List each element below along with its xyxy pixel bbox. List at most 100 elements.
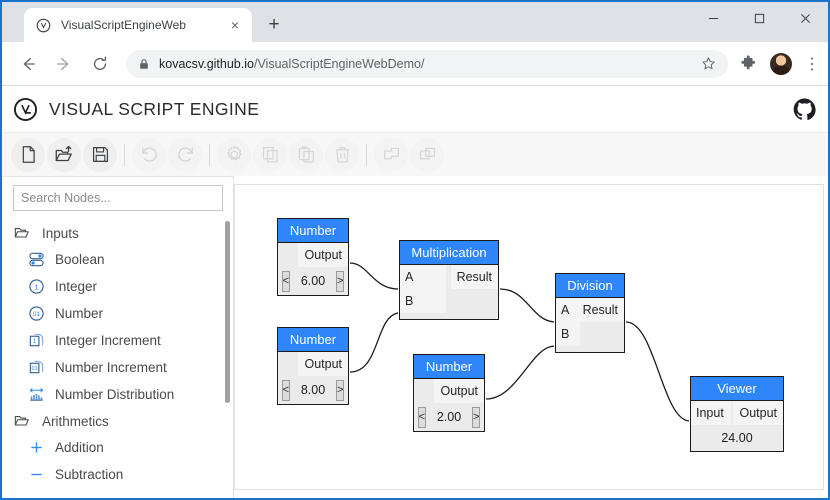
save-file-button[interactable] bbox=[83, 137, 117, 172]
node-slot-row: Output bbox=[278, 243, 348, 267]
settings-button[interactable] bbox=[217, 137, 251, 172]
node-body: Output < 6.00 > bbox=[278, 243, 348, 295]
node-multiplication[interactable]: Multiplication A Result B bbox=[399, 240, 499, 320]
window-close-button[interactable] bbox=[782, 2, 828, 34]
node-item-subtraction[interactable]: Subtraction bbox=[2, 461, 233, 488]
node-number-2[interactable]: Number Output < 8.00 > bbox=[277, 327, 349, 405]
node-viewer[interactable]: Viewer Input Output 24.00 bbox=[690, 376, 784, 452]
output-slot-result[interactable]: Result bbox=[450, 265, 498, 289]
toolbar-separator bbox=[124, 143, 125, 166]
node-group-inputs[interactable]: Inputs bbox=[2, 220, 233, 246]
node-title: Number bbox=[278, 219, 348, 243]
node-group-arithmetics[interactable]: Arithmetics bbox=[2, 408, 233, 434]
window-minimize-button[interactable] bbox=[690, 2, 736, 34]
input-slot-input[interactable]: Input bbox=[691, 401, 731, 425]
address-bar-url: kovacsv.github.io/VisualScriptEngineWebD… bbox=[159, 57, 696, 71]
input-slot-b[interactable]: B bbox=[556, 322, 580, 346]
graph-canvas[interactable]: Number Output < 6.00 > Number Output bbox=[234, 184, 824, 490]
new-file-button[interactable] bbox=[11, 137, 45, 172]
search-wrap bbox=[2, 177, 233, 211]
group-button[interactable] bbox=[374, 137, 408, 172]
number-stepper: < 8.00 > bbox=[278, 376, 348, 404]
forward-icon[interactable] bbox=[50, 50, 78, 78]
decrement-button[interactable]: < bbox=[281, 270, 290, 292]
tab-close-icon[interactable]: × bbox=[230, 17, 240, 33]
url-path: /VisualScriptEngineWebDemo/ bbox=[253, 56, 425, 71]
tab-title: VisualScriptEngineWeb bbox=[61, 18, 186, 32]
node-item-addition[interactable]: Addition bbox=[2, 434, 233, 461]
github-icon[interactable] bbox=[792, 98, 816, 122]
node-item-label: Subtraction bbox=[55, 467, 124, 482]
search-input[interactable] bbox=[13, 185, 223, 211]
decrement-button[interactable]: < bbox=[417, 406, 426, 428]
increment-button[interactable]: > bbox=[336, 379, 345, 401]
svg-text:01: 01 bbox=[32, 311, 40, 318]
reload-icon[interactable] bbox=[86, 50, 114, 78]
node-body: Input Output 24.00 bbox=[691, 401, 783, 451]
node-slot-row: B bbox=[556, 322, 624, 346]
node-item-label: Integer Increment bbox=[55, 333, 161, 348]
open-file-button[interactable] bbox=[47, 137, 81, 172]
bookmark-star-icon[interactable] bbox=[696, 52, 720, 76]
window-maximize-button[interactable] bbox=[736, 2, 782, 34]
browser-menu-icon[interactable]: ⋮ bbox=[804, 55, 820, 73]
output-slot-output[interactable]: Output bbox=[733, 401, 783, 425]
lock-icon bbox=[138, 58, 150, 70]
node-number-1[interactable]: Number Output < 6.00 > bbox=[277, 218, 349, 296]
app-toolbar bbox=[2, 132, 828, 176]
node-slot-row: A Result bbox=[556, 298, 624, 322]
output-slot-output[interactable]: Output bbox=[434, 379, 484, 403]
redo-button[interactable] bbox=[168, 137, 202, 172]
node-division[interactable]: Division A Result B bbox=[555, 273, 625, 353]
node-body: A Result B bbox=[556, 298, 624, 352]
node-item-integer-increment[interactable]: 1 Integer Increment bbox=[2, 327, 233, 354]
input-slot-a[interactable]: A bbox=[400, 265, 446, 289]
wire-mult-to-div-a bbox=[499, 288, 555, 323]
browser-tab[interactable]: VisualScriptEngineWeb × bbox=[24, 8, 252, 42]
extensions-icon[interactable] bbox=[734, 50, 762, 78]
node-group-label: Inputs bbox=[42, 225, 79, 241]
increment-button[interactable]: > bbox=[472, 406, 481, 428]
output-slot-result[interactable]: Result bbox=[576, 298, 624, 322]
boolean-icon bbox=[27, 251, 45, 269]
node-item-label: Number Increment bbox=[55, 360, 167, 375]
node-number-3[interactable]: Number Output < 2.00 > bbox=[413, 354, 485, 432]
node-tree: Inputs Boolean 1 Integer 01 Number bbox=[2, 220, 233, 488]
integer-increment-icon: 1 bbox=[27, 332, 45, 350]
number-value: 2.00 bbox=[436, 410, 462, 424]
number-icon: 01 bbox=[27, 305, 45, 323]
input-slot-b[interactable]: B bbox=[400, 289, 446, 313]
ungroup-button[interactable] bbox=[410, 137, 444, 172]
browser-toolbar: kovacsv.github.io/VisualScriptEngineWebD… bbox=[2, 42, 828, 86]
app-logo-icon bbox=[13, 97, 38, 122]
address-bar[interactable]: kovacsv.github.io/VisualScriptEngineWebD… bbox=[126, 49, 728, 78]
node-item-integer[interactable]: 1 Integer bbox=[2, 273, 233, 300]
node-item-number-increment[interactable]: 01 Number Increment bbox=[2, 354, 233, 381]
increment-button[interactable]: > bbox=[336, 270, 345, 292]
back-icon[interactable] bbox=[14, 50, 42, 78]
tab-favicon-icon bbox=[35, 17, 52, 34]
app-header: VISUAL SCRIPT ENGINE bbox=[2, 87, 828, 132]
node-slot-row: Output bbox=[414, 379, 484, 403]
output-slot-output[interactable]: Output bbox=[298, 243, 348, 267]
copy-button[interactable] bbox=[253, 137, 287, 172]
node-item-boolean[interactable]: Boolean bbox=[2, 246, 233, 273]
new-tab-button[interactable]: + bbox=[268, 14, 280, 35]
undo-button[interactable] bbox=[132, 137, 166, 172]
wire-number3-to-div-b bbox=[485, 345, 555, 400]
sidebar-scrollbar[interactable] bbox=[225, 221, 230, 403]
app-title: VISUAL SCRIPT ENGINE bbox=[49, 99, 260, 119]
profile-avatar[interactable] bbox=[770, 52, 792, 75]
node-item-number[interactable]: 01 Number bbox=[2, 300, 233, 327]
output-slot-output[interactable]: Output bbox=[298, 352, 348, 376]
input-slot-a[interactable]: A bbox=[556, 298, 580, 322]
delete-button[interactable] bbox=[325, 137, 359, 172]
node-item-number-distribution[interactable]: Number Distribution bbox=[2, 381, 233, 408]
decrement-button[interactable]: < bbox=[281, 379, 290, 401]
node-group-label: Arithmetics bbox=[42, 413, 109, 429]
svg-text:1: 1 bbox=[34, 283, 38, 292]
paste-button[interactable] bbox=[289, 137, 323, 172]
svg-text:01: 01 bbox=[31, 366, 37, 372]
number-stepper: < 2.00 > bbox=[414, 403, 484, 431]
